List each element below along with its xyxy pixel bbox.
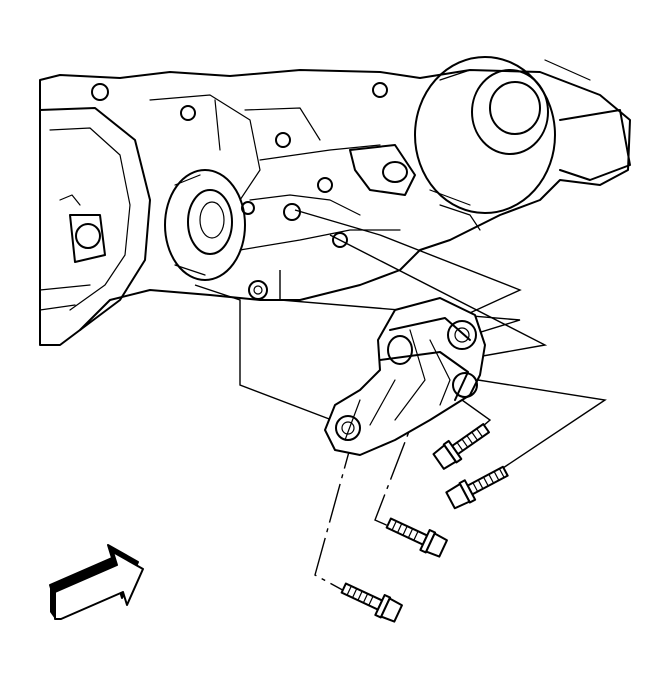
mounting-bracket — [324, 297, 486, 456]
water-pump-hub — [164, 169, 246, 281]
bolt-4 — [340, 582, 403, 623]
bolt-1 — [432, 423, 490, 470]
bolt-2 — [445, 465, 509, 510]
engine-block — [39, 56, 631, 346]
bolt-3 — [385, 517, 448, 558]
forward-arrow-icon — [49, 544, 144, 620]
crankshaft-pulley — [414, 56, 591, 214]
sensor-connector — [59, 194, 106, 263]
